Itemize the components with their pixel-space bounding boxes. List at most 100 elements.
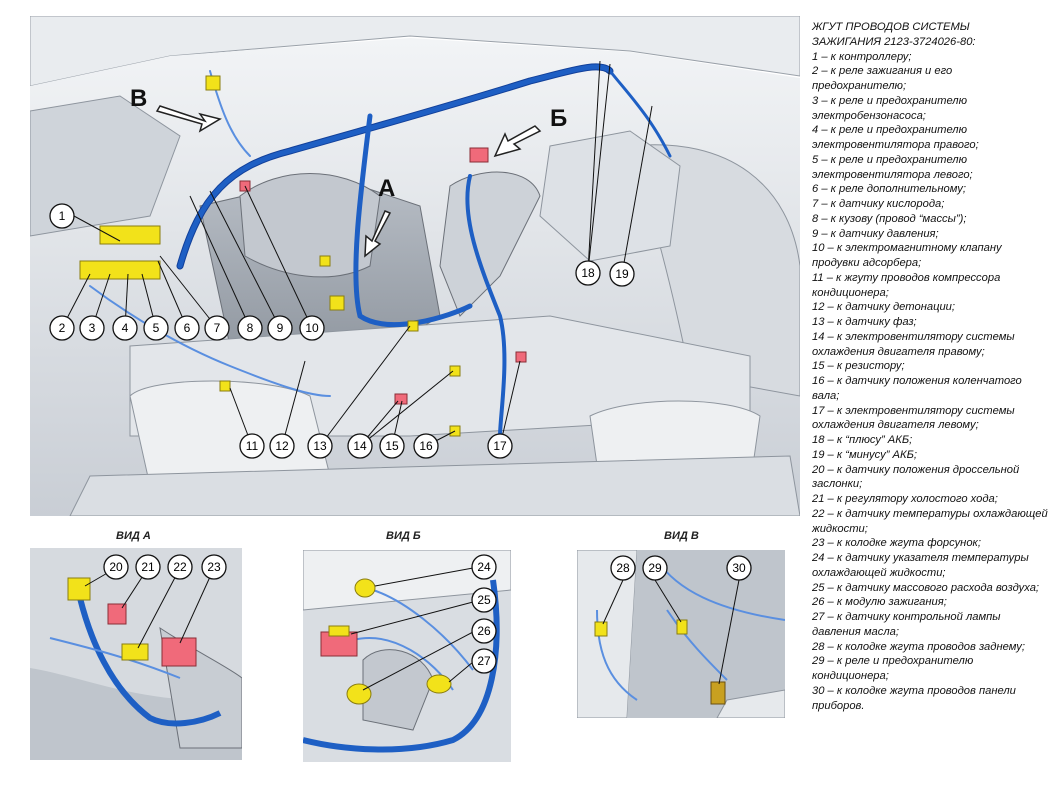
callout-28: 28	[610, 555, 636, 581]
callout-24: 24	[471, 554, 497, 580]
connector-block-2	[79, 260, 161, 280]
callout-16: 16	[413, 433, 439, 459]
svg-text:18: 18	[581, 266, 595, 280]
svg-text:20: 20	[109, 560, 123, 574]
svg-text:5: 5	[153, 321, 160, 335]
svg-text:9: 9	[277, 321, 284, 335]
legend-item: 4 – к реле и предохранителю электровенти…	[812, 124, 979, 151]
intake-manifold	[239, 173, 381, 278]
legend-item: 15 – к резистору;	[812, 360, 905, 373]
callout-20: 20	[103, 554, 129, 580]
callout-5: 5	[143, 315, 169, 341]
svg-text:29: 29	[648, 561, 662, 575]
left-strut	[30, 95, 181, 237]
svg-text:24: 24	[477, 560, 491, 574]
callout-group-view-a: 20 21 22 23	[103, 554, 227, 580]
legend-item: 7 – к датчику кислорода;	[812, 198, 945, 210]
legend-item: 28 – к колодке жгута проводов заднему;	[812, 640, 1025, 653]
callout-group-view-v: 28 29 30	[610, 555, 752, 581]
arrow-label-b: Б	[550, 105, 567, 132]
view-arrow-v: В	[130, 85, 222, 133]
legend-item: 19 – к “минусу” АКБ;	[812, 448, 917, 461]
engine-bay-illustration: В Б А 1 2 3 4 5 6 7	[30, 16, 800, 516]
bumper	[69, 455, 800, 516]
legend-item: 12 – к датчику детонации;	[812, 301, 956, 314]
arrow-label-v: В	[130, 85, 147, 112]
view-a-svg: 20 21 22 23	[30, 548, 242, 760]
callout-7: 7	[204, 315, 230, 341]
callout-30: 30	[726, 555, 752, 581]
callout-6: 6	[174, 315, 200, 341]
legend-item: 10 – к электромагнитному клапану продувк…	[812, 242, 1002, 269]
view-b-illustration: 24 25 26 27	[303, 550, 511, 762]
svg-text:7: 7	[214, 321, 221, 335]
callout-group-view-b: 24 25 26 27	[471, 554, 497, 674]
connector-block-1	[99, 225, 161, 245]
svg-text:19: 19	[615, 267, 629, 281]
svg-text:25: 25	[477, 593, 491, 607]
svg-text:22: 22	[173, 560, 187, 574]
view-v-illustration: 28 29 30	[577, 550, 785, 718]
svg-text:14: 14	[353, 439, 367, 453]
legend-title-line2: ЗАЖИГАНИЯ 2123-3724026-80:	[812, 35, 976, 48]
legend-item: 2 – к реле зажигания и его предохранител…	[812, 65, 953, 92]
svg-text:11: 11	[246, 439, 259, 453]
view-v-svg: 28 29 30	[577, 550, 785, 718]
svg-text:16: 16	[419, 439, 433, 453]
view-b-title: ВИД Б	[386, 530, 421, 542]
callout-21: 21	[135, 554, 161, 580]
legend-item: 24 – к датчику указателя температуры охл…	[812, 552, 1029, 579]
legend-item: 6 – к реле дополнительному;	[812, 183, 966, 196]
svg-text:2: 2	[59, 321, 66, 335]
callout-11: 11	[239, 433, 265, 459]
callout-25: 25	[471, 587, 497, 613]
legend-item: 16 – к датчику положения коленчатого вал…	[812, 375, 1022, 402]
callout-23: 23	[201, 554, 227, 580]
svg-text:12: 12	[275, 439, 289, 453]
legend-item: 8 – к кузову (провод “массы”);	[812, 212, 967, 225]
view-arrow-a: А	[364, 175, 395, 258]
legend-item: 20 – к датчику положения дроссельной зас…	[812, 463, 1020, 491]
engine-bay-svg: В Б А 1 2 3 4 5 6 7	[30, 16, 800, 516]
legend-title-line1: ЖГУТ ПРОВОДОВ СИСТЕМЫ	[812, 21, 970, 33]
air-intake-duct	[439, 171, 541, 317]
callout-29: 29	[642, 555, 668, 581]
arrow-label-a: А	[378, 175, 395, 202]
svg-text:4: 4	[122, 321, 129, 335]
view-b-svg: 24 25 26 27	[303, 550, 511, 762]
legend-item: 11 – к жгуту проводов компрессора кондиц…	[812, 271, 1001, 299]
svg-text:27: 27	[477, 654, 491, 668]
legend-item: 29 – к реле и предохранителю кондиционер…	[812, 655, 974, 682]
callout-group-main: 1 2 3 4 5 6 7 8 9 10 11 12 13 14 15 16 1…	[49, 203, 635, 459]
view-a-illustration: 20 21 22 23	[30, 548, 242, 760]
callout-2: 2	[49, 315, 75, 341]
legend-item: 23 – к колодке жгута форсунок;	[812, 537, 981, 550]
legend-item: 5 – к реле и предохранителю электровенти…	[812, 153, 973, 181]
svg-text:13: 13	[313, 439, 327, 453]
svg-text:15: 15	[385, 439, 399, 453]
legend-item: 3 – к реле и предохранителю электробензо…	[812, 94, 968, 122]
callout-26: 26	[471, 618, 497, 644]
legend-item: 26 – к модулю зажигания;	[812, 596, 947, 609]
callout-17: 17	[487, 433, 513, 459]
callout-18: 18	[575, 260, 601, 286]
legend-item: 25 – к датчику массового расхода воздуха…	[812, 581, 1040, 594]
legend-item: 30 – к колодке жгута проводов панели при…	[812, 684, 1016, 712]
callout-3: 3	[79, 315, 105, 341]
view-v-title: ВИД В	[664, 530, 699, 542]
view-a-title: ВИД А	[116, 530, 151, 542]
callout-19: 19	[609, 261, 635, 287]
callout-4: 4	[112, 315, 138, 341]
callout-27: 27	[471, 648, 497, 674]
svg-text:8: 8	[247, 321, 254, 335]
legend-item: 14 – к электровентилятору системы охлажд…	[812, 330, 1015, 358]
legend-item: 9 – к датчику давления;	[812, 227, 939, 240]
legend-item: 18 – к “плюсу” АКБ;	[812, 434, 913, 446]
battery-box	[539, 130, 681, 262]
callout-14: 14	[347, 433, 373, 459]
svg-text:28: 28	[616, 561, 630, 575]
svg-text:30: 30	[732, 561, 746, 575]
legend-item: 21 – к регулятору холостого хода;	[812, 493, 998, 505]
callout-9: 9	[267, 315, 293, 341]
svg-text:23: 23	[207, 560, 221, 574]
